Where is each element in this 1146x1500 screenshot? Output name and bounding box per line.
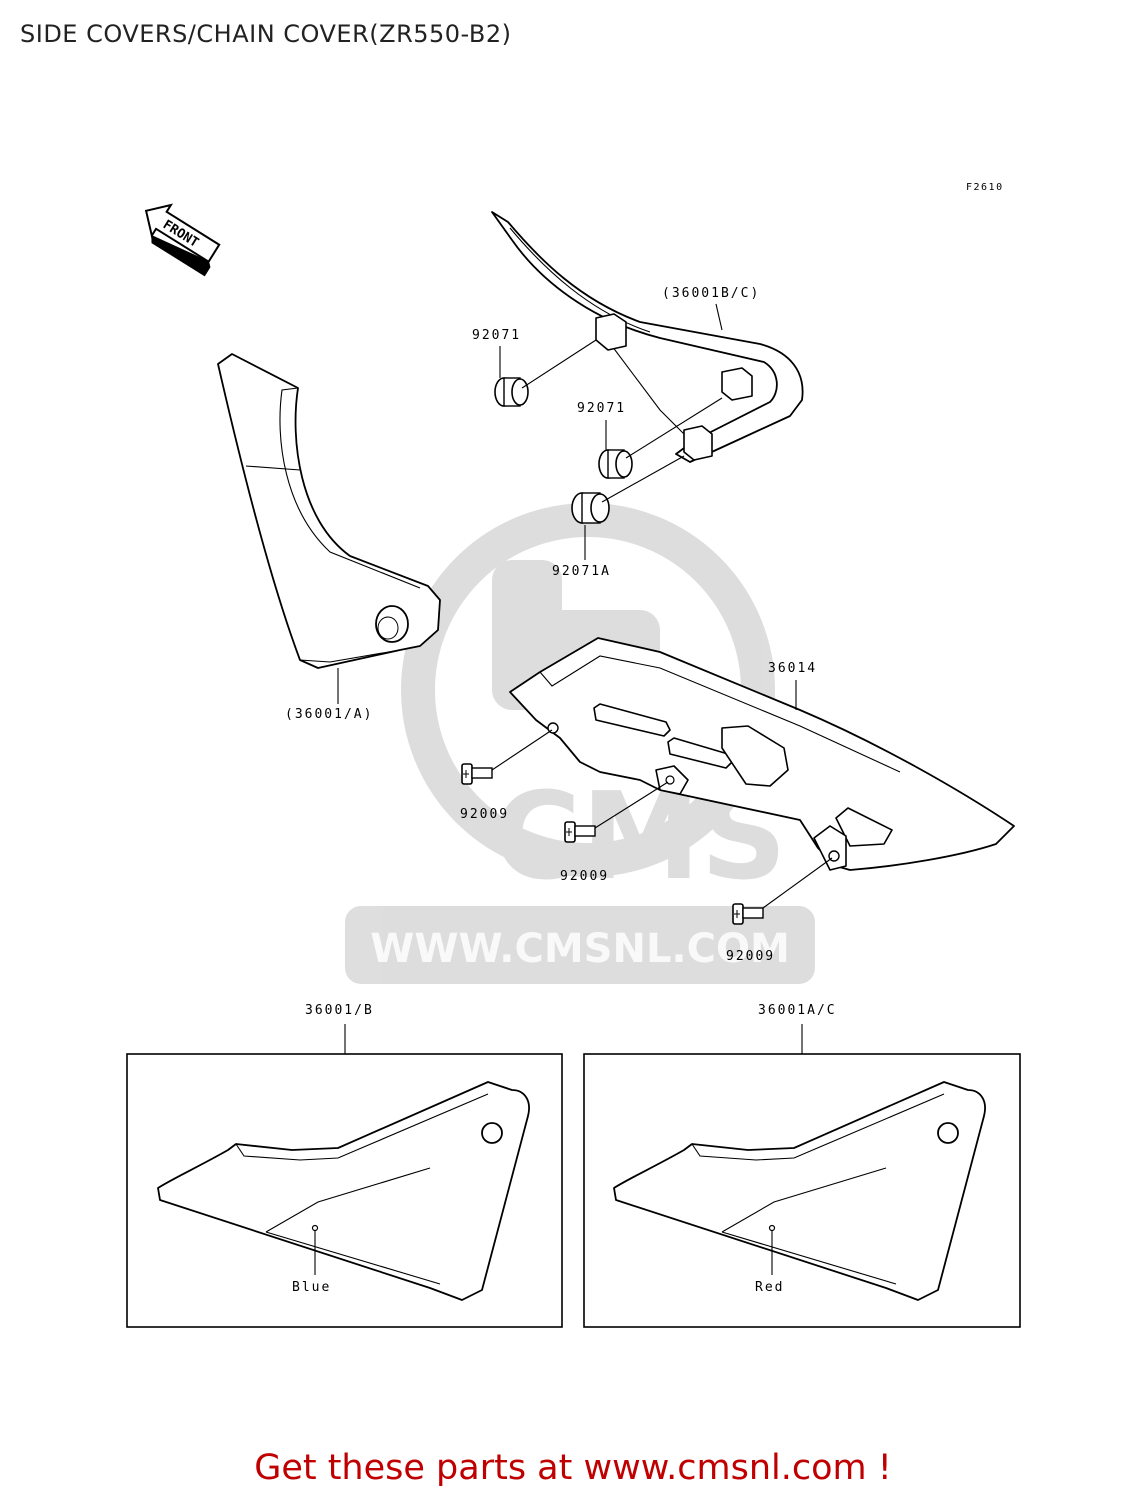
figure-code: F2610 bbox=[966, 182, 1004, 193]
side-cover-b bbox=[157, 1081, 530, 1301]
inset-2-color-label: Red bbox=[755, 1280, 784, 1295]
chain-cover bbox=[509, 637, 1015, 871]
label-grommet-3: 92071A bbox=[552, 564, 611, 579]
promo-link[interactable]: Get these parts at www.cmsnl.com ! bbox=[254, 1448, 892, 1488]
chain-guard-upper bbox=[491, 211, 804, 463]
grommet-lower bbox=[571, 492, 610, 524]
side-cover-c bbox=[613, 1081, 986, 1301]
label-grommet-2: 92071 bbox=[577, 401, 626, 416]
bolt-1 bbox=[461, 763, 493, 785]
label-side-cover-a: (36001/A) bbox=[285, 707, 373, 722]
label-chain-cover: 36014 bbox=[768, 661, 817, 676]
front-arrow-icon: FRONT bbox=[144, 203, 221, 277]
bolt-2 bbox=[564, 821, 596, 843]
cms-watermark: CMS bbox=[345, 503, 815, 984]
bolt-3 bbox=[732, 903, 764, 925]
label-bolt-3: 92009 bbox=[726, 949, 775, 964]
grommet-middle bbox=[598, 449, 633, 479]
watermark-url: WWW.CMSNL.COM bbox=[370, 926, 790, 972]
inset-1-color-label: Blue bbox=[292, 1280, 331, 1295]
label-grommet-1: 92071 bbox=[472, 328, 521, 343]
label-bolt-2: 92009 bbox=[560, 869, 609, 884]
inset-1-part-number: 36001/B bbox=[305, 1003, 374, 1018]
label-chain-guard-upper: (36001B/C) bbox=[662, 286, 760, 301]
inset-2-part-number: 36001A/C bbox=[758, 1003, 837, 1018]
label-bolt-1: 92009 bbox=[460, 807, 509, 822]
side-cover-a bbox=[217, 353, 441, 669]
grommet-upper bbox=[494, 377, 529, 407]
page-title: SIDE COVERS/CHAIN COVER(ZR550-B2) bbox=[20, 20, 512, 48]
